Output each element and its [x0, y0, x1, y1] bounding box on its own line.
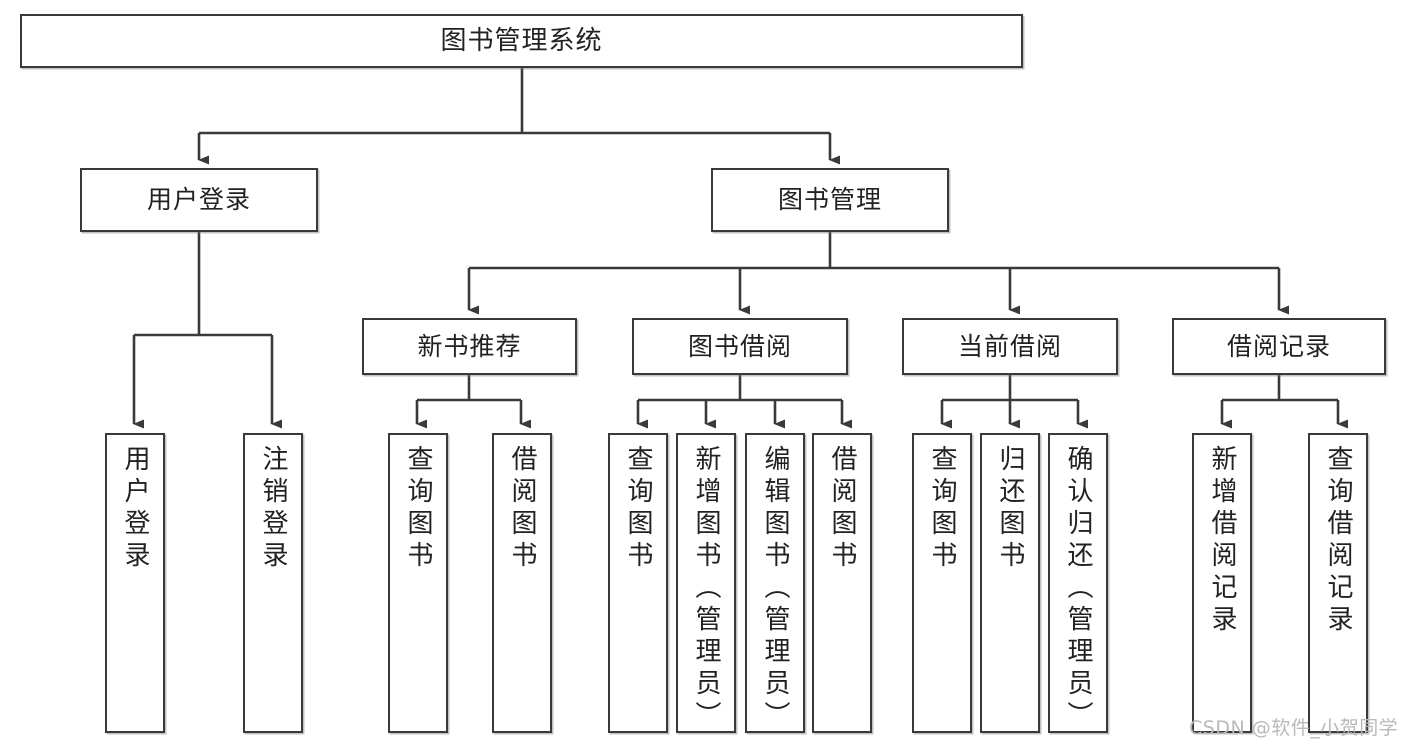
node-label: 注销登录	[258, 445, 288, 573]
leaf-user-login-login[interactable]: 用户登录	[105, 433, 165, 733]
leaf-borrow-record-add-record[interactable]: 新增借阅记录	[1192, 433, 1252, 733]
node-label: 用户登录	[120, 445, 150, 573]
node-label: 借阅记录	[1226, 331, 1331, 361]
watermark-text: CSDN @软件_小贺同学	[1189, 717, 1399, 739]
leaf-book-borrow-edit-book-admin[interactable]: 编辑图书（管理员）	[745, 433, 805, 733]
leaf-current-borrow-confirm-return-admin[interactable]: 确认归还（管理员）	[1048, 433, 1108, 733]
leaf-current-borrow-return-book[interactable]: 归还图书	[980, 433, 1040, 733]
node-label: 归还图书	[995, 445, 1025, 573]
leaf-new-book-query-book[interactable]: 查询图书	[388, 433, 448, 733]
node-label: 借阅图书	[827, 445, 857, 573]
leaf-user-login-logout[interactable]: 注销登录	[243, 433, 303, 733]
leaf-book-borrow-borrow-book[interactable]: 借阅图书	[812, 433, 872, 733]
leaf-borrow-record-query-record[interactable]: 查询借阅记录	[1308, 433, 1368, 733]
node-label: 新增图书（管理员）	[691, 445, 721, 733]
node-label: 确认归还（管理员）	[1063, 445, 1093, 733]
node-label: 新书推荐	[417, 331, 522, 361]
node-root-book-management-system[interactable]: 图书管理系统	[20, 14, 1023, 68]
node-label: 当前借阅	[957, 331, 1062, 361]
node-label: 查询图书	[927, 445, 957, 573]
node-book-borrow[interactable]: 图书借阅	[632, 318, 848, 375]
leaf-book-borrow-add-book-admin[interactable]: 新增图书（管理员）	[676, 433, 736, 733]
node-label: 新增借阅记录	[1207, 445, 1237, 637]
node-label: 编辑图书（管理员）	[760, 445, 790, 733]
node-label: 查询图书	[623, 445, 653, 573]
node-label: 用户登录	[146, 185, 251, 215]
leaf-current-borrow-query-book[interactable]: 查询图书	[912, 433, 972, 733]
node-label: 查询借阅记录	[1323, 445, 1353, 637]
node-current-borrow[interactable]: 当前借阅	[902, 318, 1118, 375]
node-label: 图书管理系统	[440, 25, 603, 56]
node-book-management[interactable]: 图书管理	[711, 168, 949, 232]
node-new-book-recommend[interactable]: 新书推荐	[362, 318, 577, 375]
node-user-login[interactable]: 用户登录	[80, 168, 318, 232]
leaf-book-borrow-query-book[interactable]: 查询图书	[608, 433, 668, 733]
node-label: 图书借阅	[687, 331, 792, 361]
node-label: 图书管理	[777, 185, 882, 215]
leaf-new-book-borrow-book[interactable]: 借阅图书	[492, 433, 552, 733]
node-borrow-record[interactable]: 借阅记录	[1172, 318, 1386, 375]
node-label: 借阅图书	[507, 445, 537, 573]
node-label: 查询图书	[403, 445, 433, 573]
